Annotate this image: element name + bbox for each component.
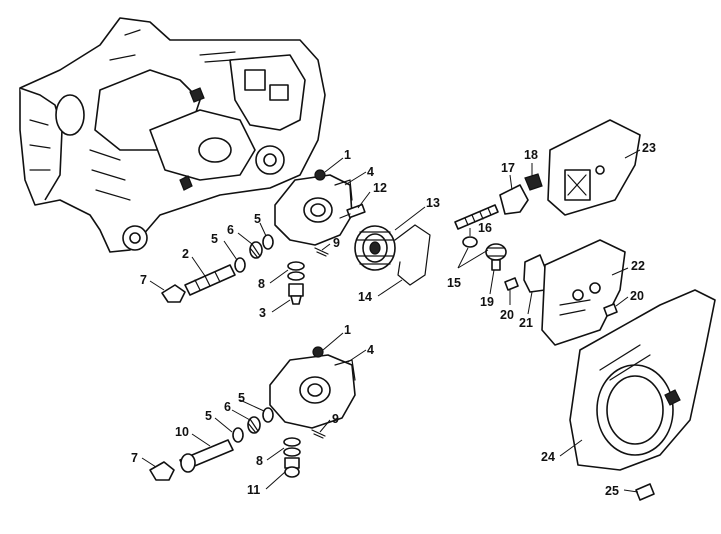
screw-12	[339, 203, 366, 219]
o-ring-8-upper-b	[287, 271, 305, 281]
gear-19	[485, 243, 507, 271]
callout-1-upper: 1	[344, 148, 351, 162]
callout-23: 23	[642, 141, 656, 155]
callout-11: 11	[247, 483, 260, 497]
callout-20-a: 20	[500, 308, 514, 322]
pump-plug-upper	[314, 169, 326, 181]
valve-3	[288, 283, 304, 305]
spring-13	[394, 224, 431, 286]
callout-1-lower: 1	[344, 323, 351, 337]
callout-18: 18	[524, 148, 538, 162]
callout-6-upper: 6	[227, 223, 234, 237]
leader-lines	[141, 149, 641, 493]
plunger-2	[184, 264, 236, 296]
o-ring-8-lower-a	[283, 437, 301, 447]
callout-7-upper: 7	[140, 273, 147, 287]
callout-4-lower: 4	[367, 343, 374, 357]
callout-8-upper: 8	[258, 277, 265, 291]
callout-20-b: 20	[630, 289, 644, 303]
adjusting-screw-15	[454, 204, 499, 230]
callout-19: 19	[480, 295, 494, 309]
pin-9-upper	[314, 247, 329, 257]
guide-plate-22	[541, 239, 626, 346]
washer-5-lower-b	[262, 407, 274, 423]
screw-20-a	[504, 277, 519, 291]
callout-12: 12	[373, 181, 387, 195]
callout-13: 13	[426, 196, 440, 210]
callout-5-lower-b: 5	[238, 391, 245, 405]
spring-6-lower	[247, 416, 261, 434]
cap-7-upper	[161, 284, 186, 303]
tensioner-17	[499, 184, 529, 215]
cover-plate-23	[547, 119, 641, 216]
callout-21: 21	[519, 316, 533, 330]
o-ring-8-upper-a	[287, 261, 305, 271]
callout-17: 17	[501, 161, 515, 175]
crankcase-housing	[19, 17, 326, 253]
sprocket-cover-24	[569, 289, 716, 471]
callout-5-upper-b: 5	[254, 212, 261, 226]
washer-5-upper-b	[262, 234, 274, 250]
plunger-10	[179, 439, 234, 473]
callout-15: 15	[447, 276, 461, 290]
callout-9-lower: 9	[332, 412, 339, 426]
callout-14: 14	[358, 290, 372, 304]
callout-25: 25	[605, 484, 619, 498]
callout-7-lower: 7	[131, 451, 138, 465]
cap-7-lower	[149, 461, 175, 481]
callout-9-upper: 9	[333, 236, 340, 250]
callout-2: 2	[182, 247, 189, 261]
callout-labels: 1 4 12 13 5 6 5 2 9 8 7 3 14 17 18 23 16…	[131, 141, 656, 498]
spring-6-upper	[249, 241, 263, 259]
oil-pump-housing-upper	[274, 174, 353, 246]
pin-9-lower	[311, 429, 326, 439]
callout-5-lower-a: 5	[205, 409, 212, 423]
clip-18	[524, 173, 543, 191]
screw-25	[635, 483, 655, 501]
washer-5-upper-a	[234, 257, 246, 273]
callout-24: 24	[541, 450, 555, 464]
callout-10: 10	[175, 425, 189, 439]
callout-4-upper: 4	[367, 165, 374, 179]
screw-20-b	[603, 303, 618, 317]
callout-6-lower: 6	[224, 400, 231, 414]
pump-plug-lower	[312, 346, 324, 358]
o-ring-8-lower-b	[283, 447, 301, 457]
callout-8-lower: 8	[256, 454, 263, 468]
oil-pump-housing-lower	[269, 354, 356, 429]
valve-11	[284, 457, 300, 478]
callout-3: 3	[259, 306, 266, 320]
callout-22: 22	[631, 259, 645, 273]
callout-5-upper-a: 5	[211, 232, 218, 246]
washer-5-lower-a	[232, 427, 244, 443]
worm-gear-14	[354, 225, 396, 271]
o-ring-16	[462, 236, 478, 248]
callout-16: 16	[478, 221, 492, 235]
